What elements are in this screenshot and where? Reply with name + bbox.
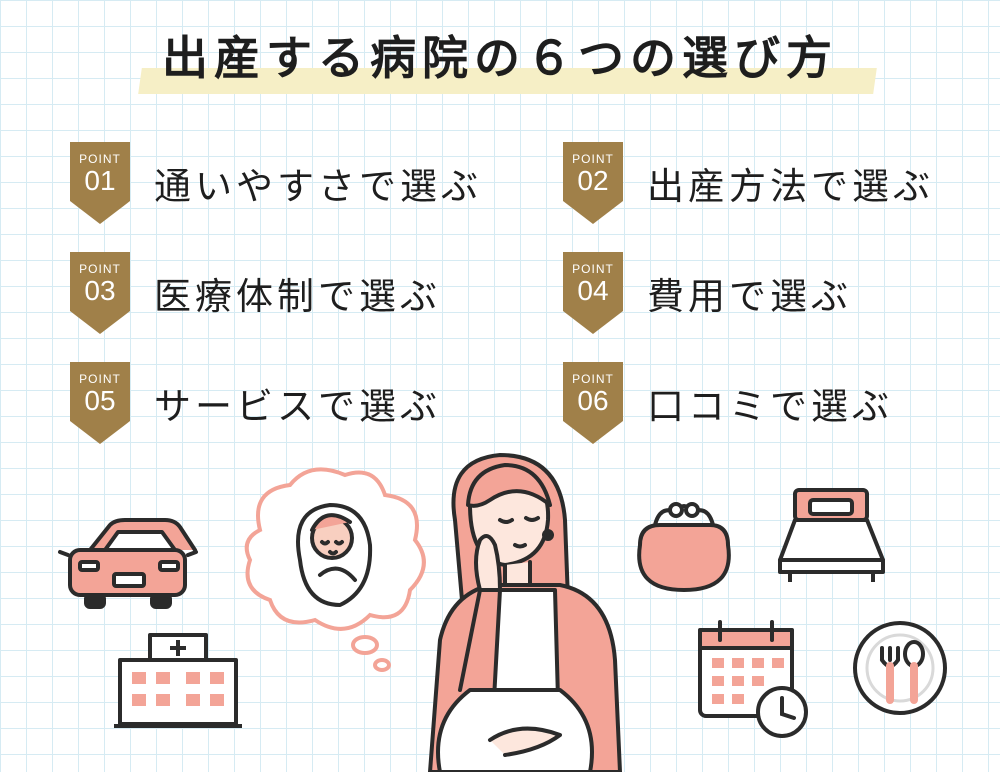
point-03: POINT 03 医療体制で選ぶ — [70, 252, 441, 334]
point-06: POINT 06 口コミで選ぶ — [563, 362, 893, 444]
point-04: POINT 04 費用で選ぶ — [563, 252, 852, 334]
cutlery-plate-icon — [853, 621, 947, 715]
bed-icon — [778, 488, 885, 582]
point-label: POINT — [572, 372, 614, 386]
point-05: POINT 05 サービスで選ぶ — [70, 362, 441, 444]
point-title: 口コミで選ぶ — [647, 385, 893, 428]
point-number: 02 — [577, 165, 609, 196]
point-number: 04 — [577, 275, 609, 306]
car-icon — [58, 518, 198, 609]
title-container: 出産する病院の６つの選び方 — [0, 22, 1000, 88]
point-number: 06 — [577, 385, 609, 416]
clock-icon — [756, 686, 808, 738]
point-01: POINT 01 通いやすさで選ぶ — [70, 142, 482, 224]
hospital-icon — [114, 633, 242, 728]
baby-icon — [296, 503, 373, 607]
point-number: 05 — [84, 385, 116, 416]
point-number: 03 — [84, 275, 116, 306]
point-title: 費用で選ぶ — [647, 275, 852, 318]
pregnant-woman-illustration — [428, 453, 622, 772]
point-title: 通いやすさで選ぶ — [154, 165, 482, 208]
point-label: POINT — [572, 262, 614, 276]
point-label: POINT — [572, 152, 614, 166]
point-number: 01 — [84, 165, 116, 196]
purse-icon — [637, 502, 731, 592]
point-title: 出産方法で選ぶ — [647, 165, 934, 208]
point-label: POINT — [79, 372, 121, 386]
point-title: 医療体制で選ぶ — [154, 275, 441, 318]
point-title: サービスで選ぶ — [154, 385, 441, 428]
point-02: POINT 02 出産方法で選ぶ — [563, 142, 934, 224]
point-label: POINT — [79, 262, 121, 276]
point-label: POINT — [79, 152, 121, 166]
page-title: 出産する病院の６つの選び方 — [162, 31, 838, 85]
